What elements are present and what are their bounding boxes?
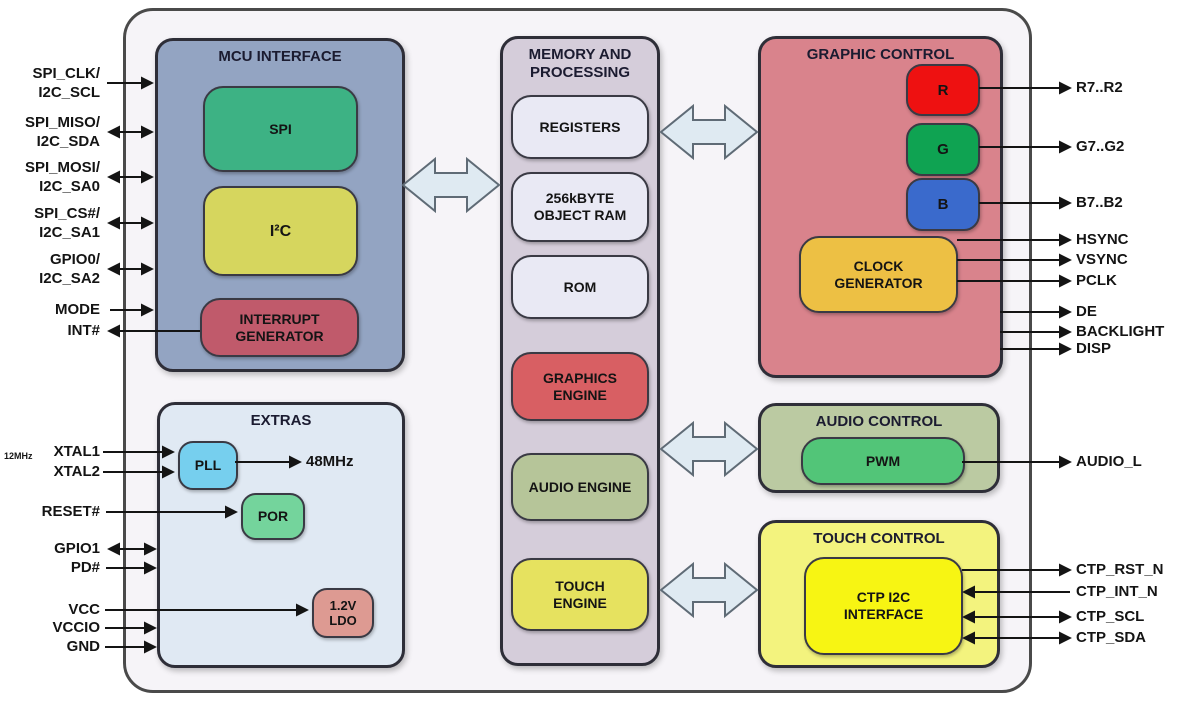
graphics-engine-box: GRAPHICS ENGINE: [511, 352, 649, 421]
port-label-spi-mosi: SPI_MOSI/ I2C_SA0: [24, 159, 100, 195]
port-label-gpio1: GPIO1: [54, 540, 100, 557]
port-label-g7-g2: G7..G2: [1076, 138, 1125, 155]
port-label-b7-b2: B7..B2: [1076, 194, 1123, 211]
rom-box: ROM: [511, 255, 649, 319]
port-label-r7-r2: R7..R2: [1076, 79, 1123, 96]
por-box: POR: [241, 493, 305, 540]
mcu-interface-block: MCU INTERFACE SPI I²C INTERRUPT GENERATO…: [155, 38, 405, 372]
port-label-spi-cs: SPI_CS#/ I2C_SA1: [34, 205, 100, 241]
port-label-hsync: HSYNC: [1076, 231, 1129, 248]
port-label-spi-miso: SPI_MISO/ I2C_SDA: [24, 114, 100, 150]
touch-control-title: TOUCH CONTROL: [813, 530, 945, 547]
port-label-audio-l: AUDIO_L: [1076, 453, 1142, 470]
port-label-disp: DISP: [1076, 340, 1112, 357]
port-label-xtal2: XTAL2: [53, 463, 100, 480]
graphic-control-block: GRAPHIC CONTROL R G B CLOCK GENERATOR: [758, 36, 1003, 378]
touch-engine-box: TOUCH ENGINE: [511, 558, 649, 631]
red-channel-box: R: [906, 64, 980, 116]
graphic-control-title: GRAPHIC CONTROL: [806, 46, 955, 63]
ldo-box: 1.2V LDO: [312, 588, 374, 638]
audio-control-block: AUDIO CONTROL PWM: [758, 403, 1000, 493]
port-label-int: INT#: [67, 322, 100, 339]
extras-block: EXTRAS PLL POR 1.2V LDO: [157, 402, 405, 668]
extras-title: EXTRAS: [250, 412, 312, 429]
audio-control-title: AUDIO CONTROL: [815, 413, 943, 430]
port-label-reset: RESET#: [41, 503, 100, 520]
xtal-frequency-note: 12MHz: [4, 451, 33, 461]
memory-processing-title: MEMORY AND PROCESSING: [528, 46, 632, 81]
port-label-backlight: BACKLIGHT: [1076, 323, 1165, 340]
port-label-mode: MODE: [55, 301, 100, 318]
port-label-gnd: GND: [66, 638, 100, 655]
interrupt-generator-box: INTERRUPT GENERATOR: [200, 298, 359, 357]
port-label-ctp-int: CTP_INT_N: [1076, 583, 1158, 600]
port-label-ctp-scl: CTP_SCL: [1076, 608, 1145, 625]
port-label-pd: PD#: [70, 559, 100, 576]
object-ram-box: 256kBYTE OBJECT RAM: [511, 172, 649, 242]
port-label-pclk: PCLK: [1076, 272, 1117, 289]
pll-output-label: 48MHz: [306, 453, 354, 470]
registers-box: REGISTERS: [511, 95, 649, 159]
port-label-xtal1: XTAL1: [53, 443, 100, 460]
blue-channel-box: B: [906, 178, 980, 231]
port-label-spi-clk: SPI_CLK/ I2C_SCL: [32, 65, 100, 101]
clock-generator-box: CLOCK GENERATOR: [799, 236, 958, 313]
audio-engine-box: AUDIO ENGINE: [511, 453, 649, 521]
port-label-ctp-rst: CTP_RST_N: [1076, 561, 1164, 578]
port-label-ctp-sda: CTP_SDA: [1076, 629, 1147, 646]
i2c-box: I²C: [203, 186, 358, 276]
touch-control-block: TOUCH CONTROL CTP I2C INTERFACE: [758, 520, 1000, 668]
pwm-box: PWM: [801, 437, 965, 485]
port-label-de: DE: [1076, 303, 1097, 320]
pll-box: PLL: [178, 441, 238, 490]
green-channel-box: G: [906, 123, 980, 176]
port-label-vccio: VCCIO: [52, 619, 100, 636]
mcu-interface-title: MCU INTERFACE: [218, 48, 342, 65]
spi-box: SPI: [203, 86, 358, 172]
port-label-vsync: VSYNC: [1076, 251, 1128, 268]
ctp-i2c-interface-box: CTP I2C INTERFACE: [804, 557, 963, 655]
memory-processing-block: MEMORY AND PROCESSING REGISTERS 256kBYTE…: [500, 36, 660, 666]
port-label-vcc: VCC: [68, 601, 100, 618]
port-label-gpio0: GPIO0/ I2C_SA2: [39, 251, 100, 287]
